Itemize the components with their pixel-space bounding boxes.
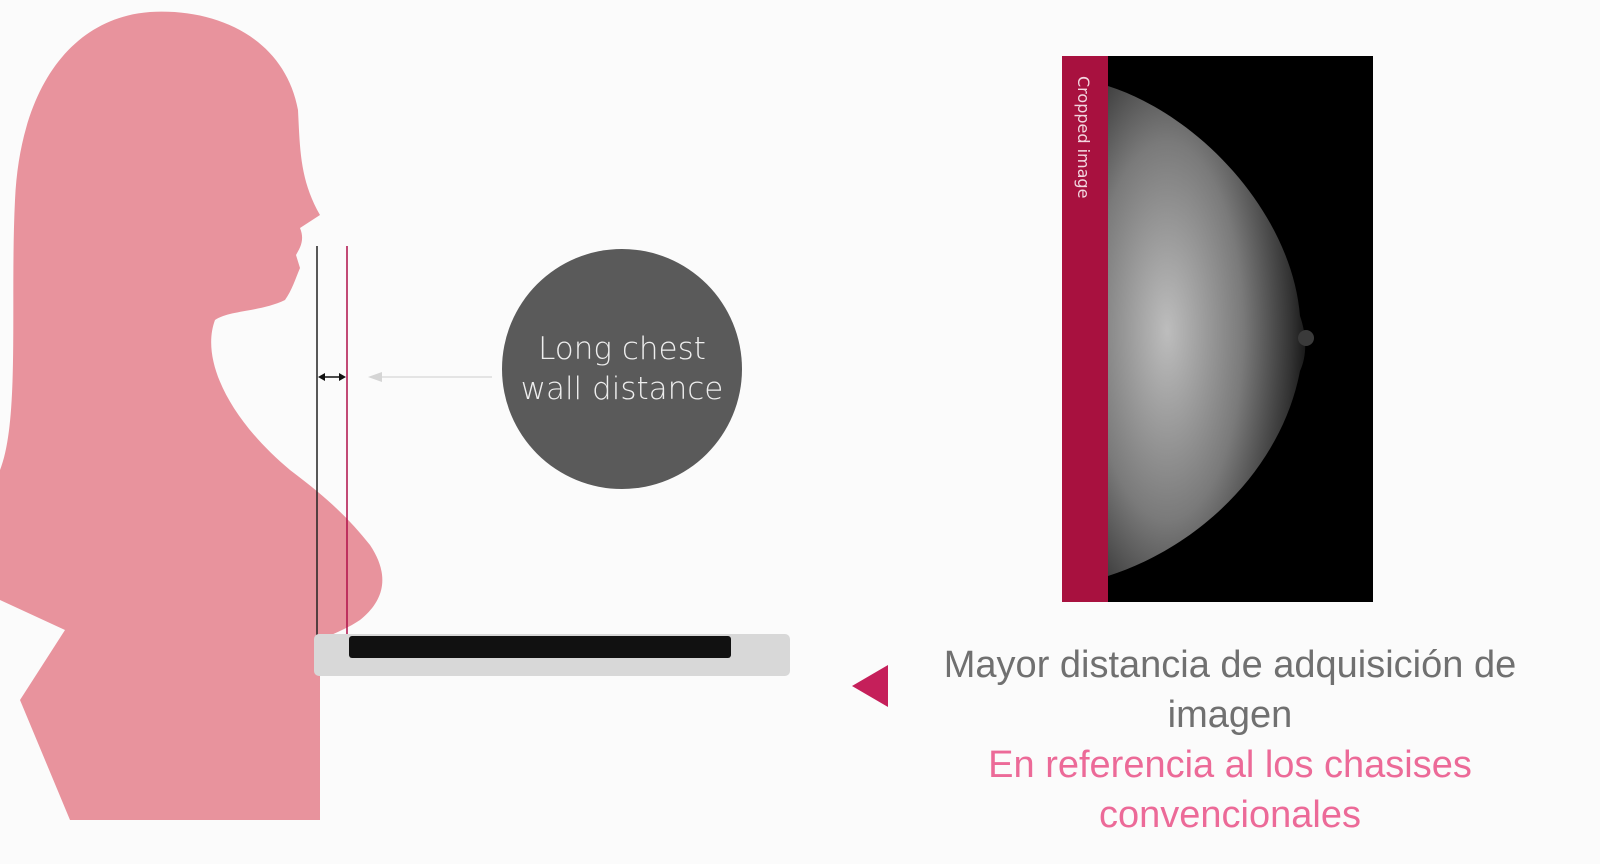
detector-plate (349, 636, 731, 658)
breast-tissue (1108, 86, 1314, 576)
callout-line-1: Long chest (538, 331, 706, 367)
distance-arrow-icon (318, 373, 346, 381)
callout-line-2: wall distance (520, 371, 724, 407)
pointer-arrow-icon (368, 372, 492, 382)
cropped-band: Cropped image (1062, 56, 1108, 602)
callout-circle: Long chest wall distance (502, 249, 742, 489)
caption: Mayor distancia de adquisición de imagen… (900, 640, 1560, 840)
caption-line-1: Mayor distancia de adquisición de (943, 644, 1517, 686)
caption-line-4: convencionales (1099, 794, 1361, 836)
cropped-label: Cropped image (1074, 76, 1093, 199)
mammogram-image: Cropped image (1062, 56, 1373, 602)
woman-silhouette (0, 11, 383, 821)
triangle-pointer-icon (852, 665, 888, 707)
caption-line-2: imagen (1167, 694, 1293, 736)
caption-line-3: En referencia al los chasises (988, 744, 1472, 786)
